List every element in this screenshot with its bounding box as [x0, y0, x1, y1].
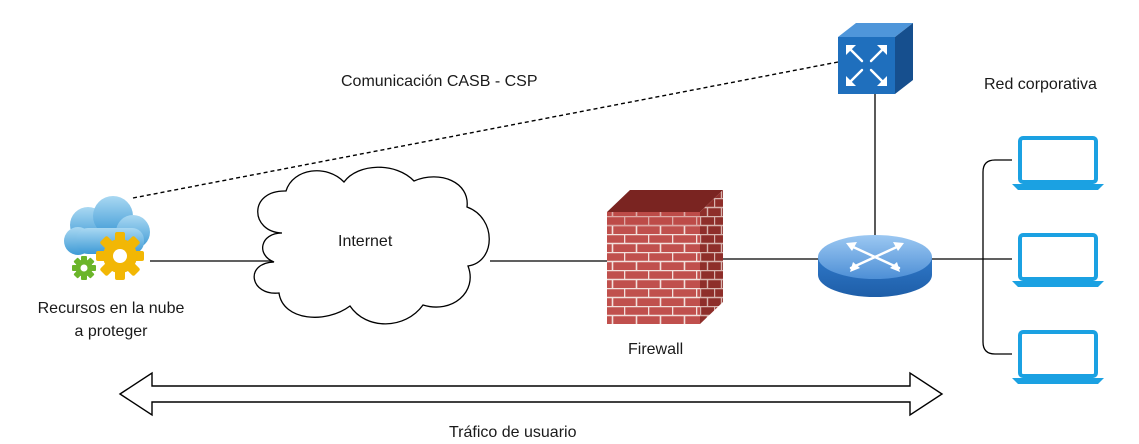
link-router-laptops — [932, 159, 1012, 355]
laptop-icon-1 — [1012, 136, 1104, 190]
firewall-label: Firewall — [628, 341, 684, 358]
cloud-resources-label-line2: a proteger — [74, 323, 148, 340]
internet-label: Internet — [338, 233, 393, 250]
user-traffic-arrow — [118, 371, 944, 417]
firewall-icon — [607, 190, 723, 324]
casb-link-label: Comunicación CASB - CSP — [341, 73, 538, 90]
cloud-gear-icon — [64, 196, 150, 280]
cube-switch-icon — [838, 23, 913, 94]
user-traffic-label: Tráfico de usuario — [449, 424, 577, 441]
link-casb-dashed — [132, 61, 839, 199]
connection-lines — [132, 61, 1012, 355]
laptop-icon-2 — [1012, 233, 1104, 287]
router-icon — [818, 235, 932, 297]
laptop-icon-3 — [1012, 330, 1104, 384]
cloud-resources-label-line1: Recursos en la nube — [37, 300, 185, 317]
internet-cloud-icon — [253, 166, 490, 325]
corporate-network-label: Red corporativa — [984, 76, 1097, 93]
